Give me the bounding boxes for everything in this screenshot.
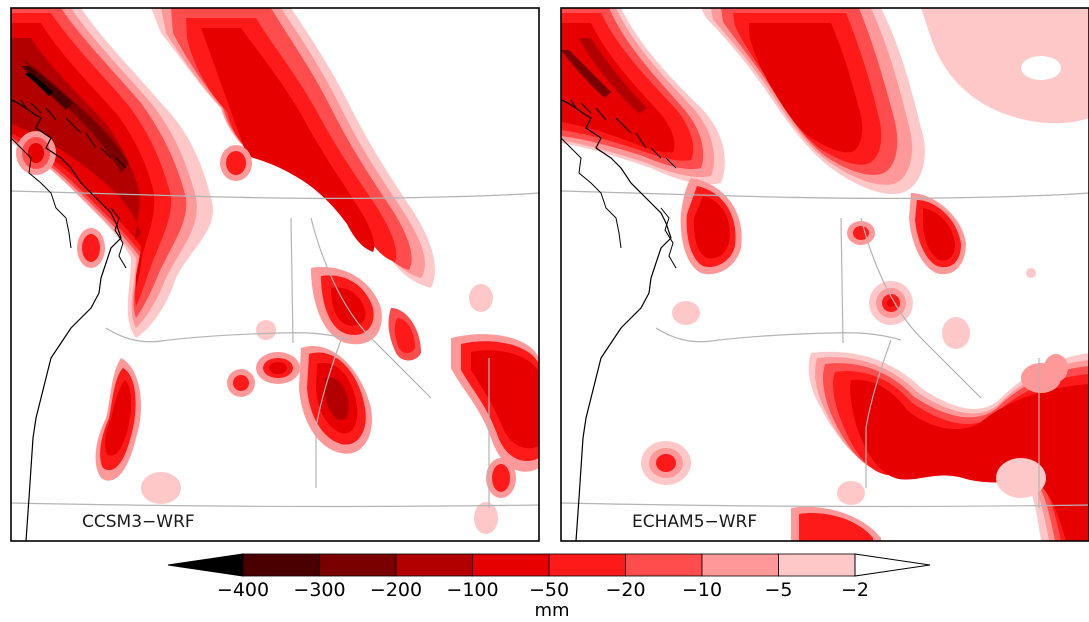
colorbar-tick-label: −2 (841, 579, 869, 601)
panel-label-echam5-wrf: ECHAM5−WRF (632, 512, 757, 532)
colorbar-tick-label: −200 (370, 579, 422, 601)
colorbar-segment (242, 553, 320, 577)
colorbar-segment (854, 553, 931, 577)
colorbar-segment (625, 553, 703, 577)
colorbar-segment (395, 553, 473, 577)
colorbar-unit-label: mm (534, 600, 569, 621)
colorbar-segment (472, 553, 550, 577)
panel-ccsm3-wrf-frame (10, 7, 540, 542)
colorbar-tick-label: −50 (529, 579, 569, 601)
panel-echam5-wrf-frame (560, 7, 1089, 542)
colorbar-tick-labels: −400 −300 −200 −100 −50 −20 −10 −5 −2 (217, 579, 869, 601)
colorbar-tick-label: −100 (446, 579, 498, 601)
colorbar (167, 553, 931, 577)
colorbar-segment (319, 553, 397, 577)
colorbar-tick-label: −20 (605, 579, 645, 601)
colorbar-tick-label: −400 (217, 579, 269, 601)
colorbar-tick-label: −10 (682, 579, 722, 601)
colorbar-tick-label: −5 (764, 579, 792, 601)
panel-echam5-wrf (561, 8, 1089, 541)
colorbar-tick-label: −300 (293, 579, 345, 601)
colorbar-segment (548, 553, 626, 577)
panel-ccsm3-wrf (11, 8, 539, 541)
colorbar-segment (778, 553, 856, 577)
colorbar-segment (167, 553, 244, 577)
panel-label-ccsm3-wrf: CCSM3−WRF (82, 512, 195, 532)
colorbar-segment (701, 553, 779, 577)
